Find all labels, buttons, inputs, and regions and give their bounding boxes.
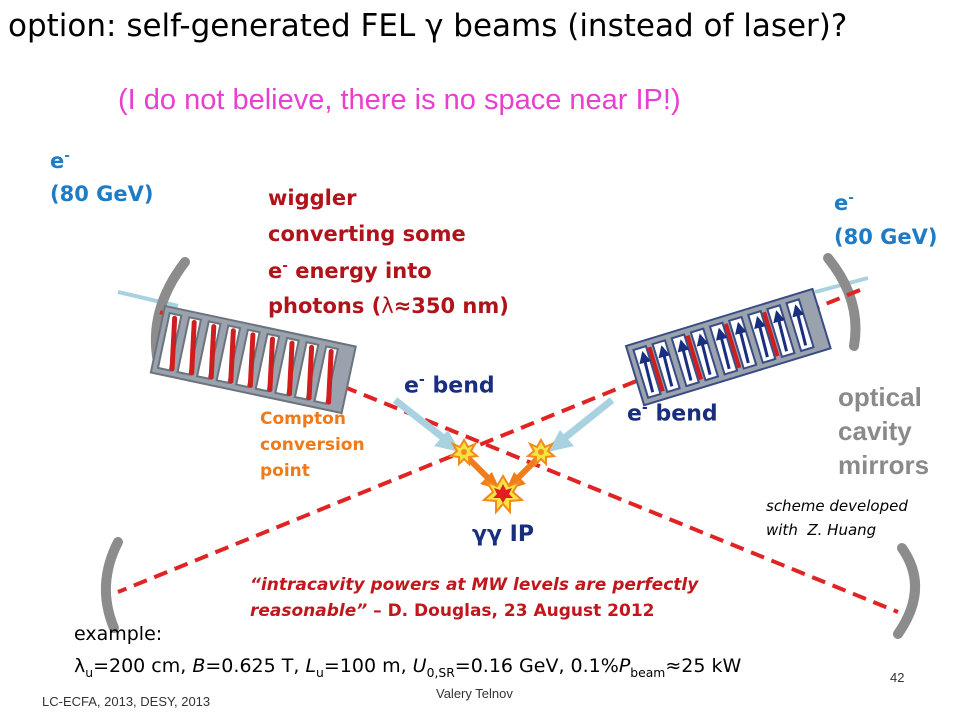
right-top-mirror: [823, 253, 861, 351]
left-beam-energy: (80 GeV): [50, 182, 154, 206]
compton-point-left-burst: [448, 437, 480, 467]
left-bottom-mirror: [101, 537, 123, 633]
left-wiggler: [149, 304, 357, 415]
left-beam-label: e-: [50, 148, 70, 173]
douglas-quote: “intracavity powers at MW levels are per…: [250, 575, 699, 621]
compton-conversion-label: Compton conversion point: [260, 409, 365, 481]
wiggler-label-line4: photons (λ≈350 nm): [268, 294, 509, 318]
right-bend-label: e- bend: [627, 400, 718, 427]
right-bend-arrow: [548, 397, 615, 452]
left-bend-label: e- bend: [404, 372, 495, 399]
footer-author: Valery Telnov: [436, 686, 513, 701]
footer-conference: LC-ECFA, 2013, DESY, 2013: [42, 694, 211, 709]
optical-cavity-label: optical cavity mirrors: [838, 382, 930, 480]
compton-point-right-burst: [525, 437, 557, 467]
right-beam-energy: (80 GeV): [834, 225, 938, 249]
left-bend-arrow: [392, 397, 460, 452]
wiggler-label-line1: wiggler: [268, 186, 357, 210]
wiggler-label-line3: e- energy into: [268, 258, 432, 283]
right-beam-label: e-: [834, 190, 854, 215]
right-bottom-mirror: [893, 543, 920, 639]
right-wiggler: [624, 287, 832, 407]
footer-page-number: 42: [890, 670, 905, 685]
ip-label: γγ IP: [472, 522, 534, 547]
left-electron-beam-line: [117, 290, 179, 308]
example-parameters: λu=200 cm, B=0.625 T, Lu=100 m, U0,SR=0.…: [74, 655, 742, 680]
scheme-credit: scheme developed with Z. Huang: [766, 497, 908, 539]
slide-subtitle: (I do not believe, there is no space nea…: [118, 84, 681, 116]
slide-title: option: self-generated FEL γ beams (inst…: [8, 8, 848, 44]
example-label: example:: [74, 623, 163, 645]
ip-burst: [481, 474, 525, 515]
wiggler-label-line2: converting some: [268, 222, 466, 246]
